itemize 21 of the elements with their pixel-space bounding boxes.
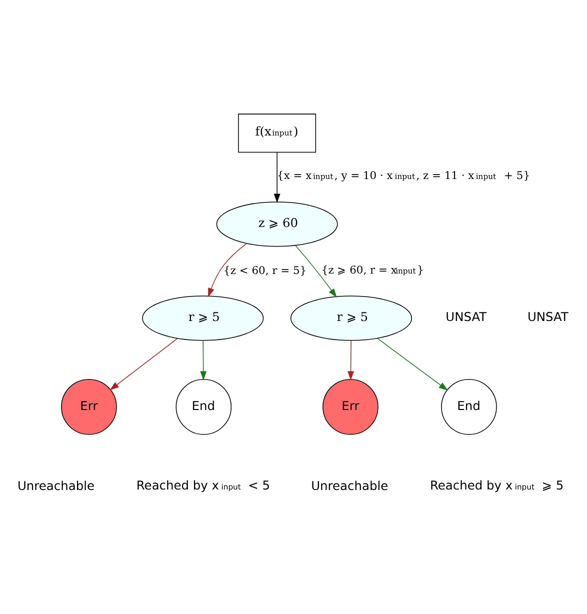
label: UNSAT [446, 310, 487, 324]
arrow [274, 152, 280, 202]
label: UNSAT [527, 310, 568, 324]
arrow [110, 338, 178, 390]
arrow [376, 337, 448, 390]
node-circle: End [176, 378, 232, 434]
node-circle: Err [322, 378, 378, 434]
arrow [208, 242, 248, 297]
node-label: Unreachable [17, 478, 95, 493]
node-ellipse: r ⩾ 5 [290, 295, 412, 340]
edge-label: {z < 60, r = 5} [224, 264, 307, 277]
node-circle: End [441, 378, 497, 434]
arrow [348, 340, 354, 380]
arrow [200, 340, 207, 380]
edge-label: {x = xinput, y = 10 · xinput, z = 11 · xinput + 5} [277, 168, 530, 182]
node-circle: Err [61, 378, 117, 434]
arrow [295, 244, 337, 298]
node-ellipse: z ⩾ 60 [216, 201, 338, 246]
node-ellipse: r ⩾ 5 [142, 295, 264, 340]
node-box: f(xinput) [238, 113, 316, 152]
node-label: Unreachable [311, 478, 388, 493]
